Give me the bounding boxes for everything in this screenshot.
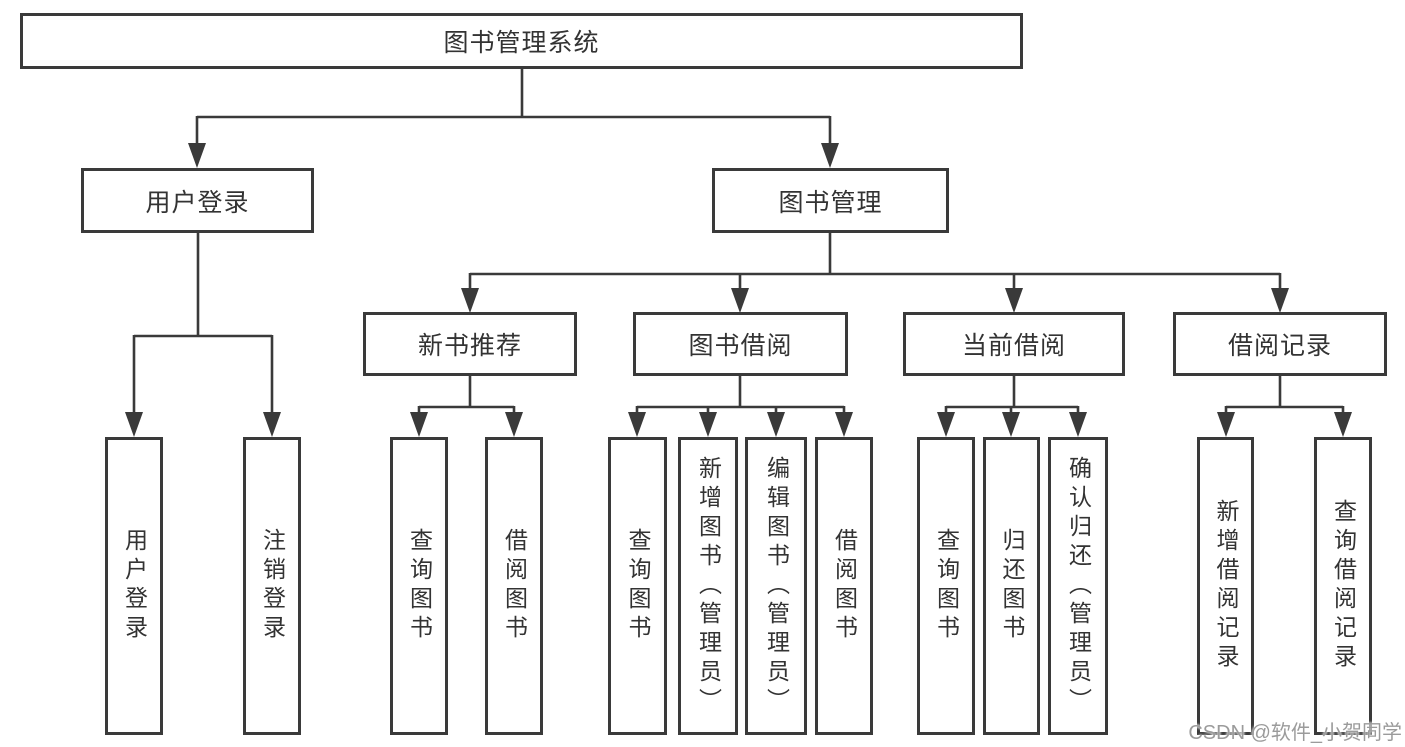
node-label: 借阅图书 <box>831 528 858 644</box>
node-label: 查询图书 <box>406 528 433 644</box>
node-label: 当前借阅 <box>961 332 1066 360</box>
node-user-login-branch: 用户登录 <box>81 168 314 233</box>
node-label: 新增借阅记录 <box>1213 499 1239 673</box>
node-current-borrowing: 当前借阅 <box>903 312 1125 376</box>
node-label: 查询图书 <box>933 528 960 644</box>
node-label: 图书借阅 <box>688 332 793 360</box>
leaf-query-books-recommend: 查询图书 <box>390 437 448 735</box>
node-borrow-records: 借阅记录 <box>1173 312 1387 376</box>
node-label: 查询图书 <box>625 528 651 644</box>
leaf-query-books-borrowing: 查询图书 <box>608 437 667 735</box>
node-label: 确认归还（管理员） <box>1065 455 1092 717</box>
leaf-logout: 注销登录 <box>243 437 301 735</box>
node-label: 借阅图书 <box>501 528 528 644</box>
node-book-management-branch: 图书管理 <box>712 168 949 233</box>
node-label: 图书管理系统 <box>443 29 600 57</box>
node-label: 用户登录 <box>121 528 148 644</box>
leaf-user-login: 用户登录 <box>105 437 163 735</box>
leaf-borrow-books: 借阅图书 <box>815 437 873 735</box>
node-label: 图书管理 <box>778 188 883 217</box>
node-new-book-recommend: 新书推荐 <box>363 312 577 376</box>
node-label: 归还图书 <box>999 528 1025 644</box>
leaf-query-borrow-record: 查询借阅记录 <box>1314 437 1372 735</box>
leaf-add-borrow-record: 新增借阅记录 <box>1197 437 1254 735</box>
leaf-add-books-admin: 新增图书（管理员） <box>678 437 738 735</box>
node-label: 编辑图书（管理员） <box>763 455 790 717</box>
node-label: 查询借阅记录 <box>1330 499 1357 673</box>
csdn-watermark: CSDN @软件_小贺同学 <box>1188 722 1402 744</box>
node-book-borrowing: 图书借阅 <box>633 312 848 376</box>
leaf-query-books-current: 查询图书 <box>917 437 975 735</box>
leaf-borrow-books-recommend: 借阅图书 <box>485 437 543 735</box>
node-root-system: 图书管理系统 <box>20 13 1023 69</box>
node-label: 用户登录 <box>145 188 250 217</box>
leaf-return-books: 归还图书 <box>983 437 1040 735</box>
leaf-confirm-return-admin: 确认归还（管理员） <box>1048 437 1108 735</box>
node-label: 新书推荐 <box>417 332 522 360</box>
leaf-edit-books-admin: 编辑图书（管理员） <box>745 437 807 735</box>
node-label: 借阅记录 <box>1227 332 1332 360</box>
node-label: 新增图书（管理员） <box>695 455 722 717</box>
node-label: 注销登录 <box>259 528 286 644</box>
